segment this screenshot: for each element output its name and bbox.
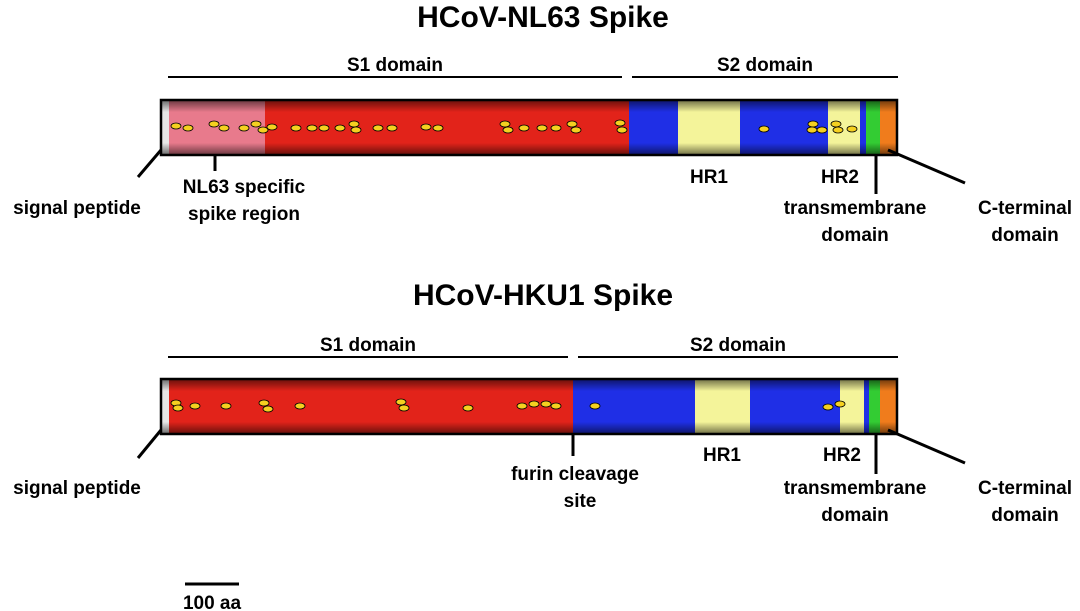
- nl63-signal-peptide-label: signal peptide: [13, 198, 141, 219]
- hku1-furin-label-line2: site: [564, 491, 597, 512]
- glycan-dot: [616, 126, 628, 134]
- glycan-dot: [502, 126, 514, 134]
- glycan-dot: [386, 124, 398, 132]
- glycan-dot: [806, 126, 818, 134]
- nl63-c-terminal-leader: [887, 148, 966, 185]
- hku1-glycans: [170, 398, 846, 413]
- glycan-dot: [348, 120, 360, 128]
- hku1-c-terminal-label-line2: domain: [991, 505, 1059, 526]
- glycan-dot: [550, 402, 562, 410]
- hku1-c-terminal-label-line1: C-terminal: [978, 478, 1072, 499]
- nl63-title: HCoV-NL63 Spike: [417, 1, 669, 34]
- glycan-dot: [395, 398, 407, 406]
- hku1-s2-label: S2 domain: [690, 335, 786, 356]
- glycan-dot: [208, 120, 220, 128]
- glycan-dot: [398, 404, 410, 412]
- glycan-dot: [182, 124, 194, 132]
- glycan-dot: [220, 402, 232, 410]
- nl63-bar-outline: [159, 98, 899, 157]
- glycan-dot: [257, 126, 269, 134]
- glycan-dot: [834, 400, 846, 408]
- glycan-dot: [516, 402, 528, 410]
- nl63-protein-bar: [159, 98, 899, 157]
- nl63-glycans: [170, 119, 858, 134]
- glycan-dot: [189, 402, 201, 410]
- glycan-dot: [266, 123, 278, 131]
- glycan-dot: [318, 124, 330, 132]
- glycan-dot: [528, 400, 540, 408]
- glycan-dot: [536, 124, 548, 132]
- hku1-bar-outline: [159, 377, 899, 436]
- hku1-s1-label: S1 domain: [320, 335, 416, 356]
- nl63-hr2-label: HR2: [821, 167, 859, 188]
- nl63-transmembrane-label-line1: transmembrane: [784, 198, 927, 219]
- hku1-c-terminal-leader: [887, 428, 966, 465]
- hku1-bar-shading: [161, 379, 897, 434]
- hku1-hr1-label: HR1: [703, 445, 741, 466]
- nl63-specific-region-label-line2: spike region: [188, 204, 300, 225]
- nl63-s1-label: S1 domain: [347, 55, 443, 76]
- glycan-dot: [350, 126, 362, 134]
- nl63-specific-region-label-line1: NL63 specific: [183, 177, 306, 198]
- glycan-dot: [294, 402, 306, 410]
- glycan-dot: [262, 405, 274, 413]
- hku1-furin-label-line1: furin cleavage: [511, 464, 639, 485]
- glycan-dot: [846, 125, 858, 133]
- glycan-dot: [432, 124, 444, 132]
- glycan-dot: [830, 120, 842, 128]
- nl63-hr1-label: HR1: [690, 167, 728, 188]
- glycan-dot: [172, 404, 184, 412]
- glycan-dot: [589, 402, 601, 410]
- glycan-dot: [822, 403, 834, 411]
- nl63-spike-group: HCoV-NL63 Spike S1 domain S2 domain: [13, 1, 1072, 246]
- glycan-dot: [290, 124, 302, 132]
- glycan-dot: [540, 400, 552, 408]
- nl63-s2-label: S2 domain: [717, 55, 813, 76]
- glycan-dot: [462, 404, 474, 412]
- hku1-signal-peptide-leader: [136, 429, 163, 459]
- glycan-dot: [420, 123, 432, 131]
- glycan-dot: [550, 124, 562, 132]
- glycan-dot: [807, 120, 819, 128]
- glycan-dot: [832, 126, 844, 134]
- glycan-dot: [816, 126, 828, 134]
- glycan-dot: [518, 124, 530, 132]
- glycan-dot: [499, 120, 511, 128]
- scale-bar: 100 aa: [183, 582, 242, 611]
- hku1-spike-group: HCoV-HKU1 Spike S1 domain S2 domain: [13, 279, 1072, 526]
- glycan-dot: [250, 120, 262, 128]
- nl63-signal-peptide-leader: [136, 149, 163, 178]
- hku1-transmembrane-label-line1: transmembrane: [784, 478, 927, 499]
- glycan-dot: [306, 124, 318, 132]
- nl63-c-terminal-label-line2: domain: [991, 225, 1059, 246]
- hku1-title: HCoV-HKU1 Spike: [413, 279, 673, 312]
- glycan-dot: [334, 124, 346, 132]
- scale-bar-label: 100 aa: [183, 593, 242, 611]
- glycan-dot: [218, 124, 230, 132]
- glycan-dot: [372, 124, 384, 132]
- hku1-signal-peptide-label: signal peptide: [13, 478, 141, 499]
- hku1-transmembrane-label-line2: domain: [821, 505, 889, 526]
- hku1-protein-bar: [159, 377, 899, 436]
- glycan-dot: [758, 125, 770, 133]
- glycan-dot: [238, 124, 250, 132]
- hku1-hr2-label: HR2: [823, 445, 861, 466]
- glycan-dot: [614, 119, 626, 127]
- nl63-transmembrane-label-line2: domain: [821, 225, 889, 246]
- glycan-dot: [566, 120, 578, 128]
- glycan-dot: [258, 399, 270, 407]
- nl63-c-terminal-label-line1: C-terminal: [978, 198, 1072, 219]
- glycan-dot: [570, 126, 582, 134]
- glycan-dot: [170, 122, 182, 130]
